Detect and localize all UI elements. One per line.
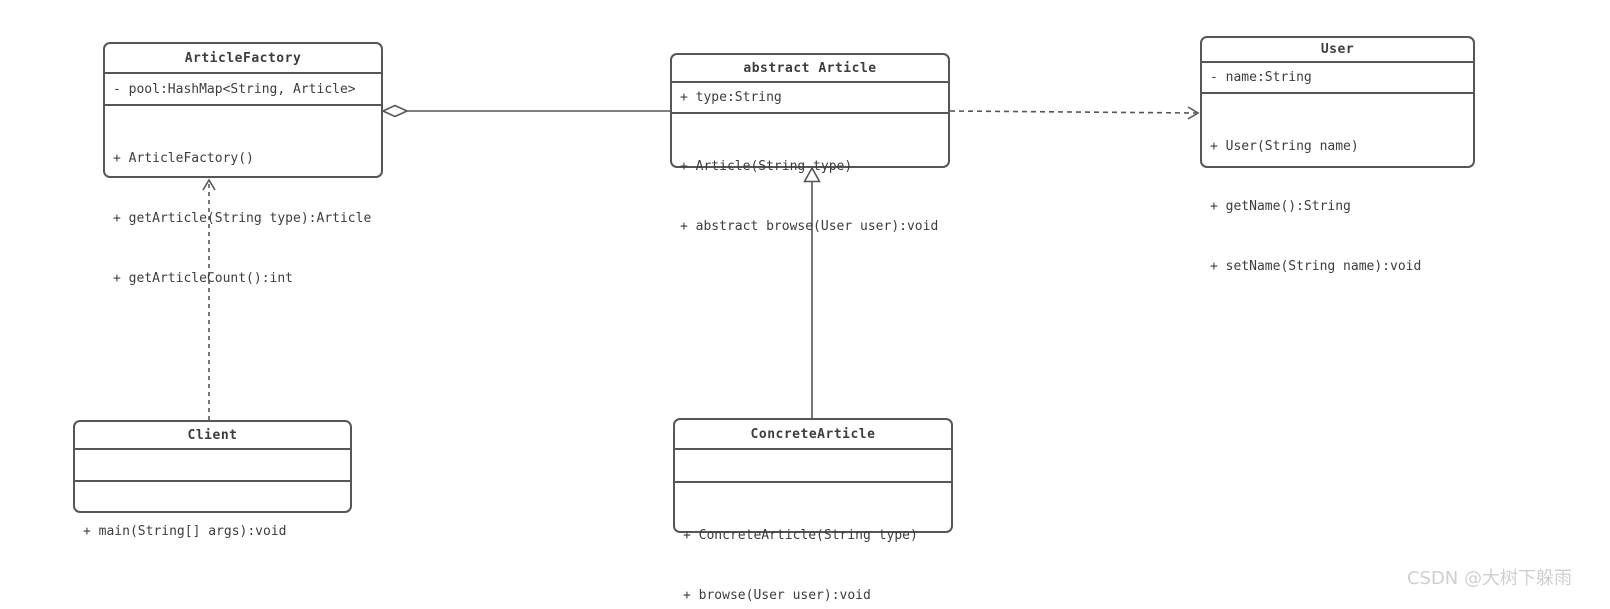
method-line: + User(String name) — [1210, 139, 1359, 154]
class-title-user: User — [1202, 38, 1473, 63]
class-attributes-client — [75, 450, 350, 482]
csdn-watermark: CSDN @大树下躲雨 — [1406, 568, 1572, 589]
aggregation-connector-factory-article — [381, 104, 670, 118]
method-line: + main(String[] args):void — [83, 524, 287, 539]
method-line: + ConcreteArticle(String type) — [683, 528, 918, 543]
dependency-connector-article-user — [949, 106, 1200, 120]
method-line: + getName():String — [1210, 199, 1351, 214]
method-line: + getArticleCount():int — [113, 271, 294, 286]
class-attributes-concretearticle — [675, 450, 951, 483]
attribute-line: - pool:HashMap<String, Article> — [113, 81, 356, 97]
class-methods-user: + User(String name) + getName():String +… — [1202, 94, 1473, 317]
class-box-concretearticle[interactable]: ConcreteArticle + ConcreteArticle(String… — [673, 418, 953, 603]
class-title-articlefactory: ArticleFactory — [105, 44, 381, 74]
class-methods-concretearticle: + ConcreteArticle(String type) + browse(… — [675, 483, 951, 609]
method-line: + Article(String type) — [680, 159, 853, 174]
class-box-articlefactory[interactable]: ArticleFactory - pool:HashMap<String, Ar… — [103, 42, 383, 286]
method-line: + abstract browse(User user):void — [680, 219, 939, 234]
class-methods-articlefactory: + ArticleFactory() + getArticle(String t… — [105, 106, 381, 329]
attribute-line: - name:String — [1210, 70, 1312, 85]
method-line: + browse(User user):void — [683, 588, 871, 603]
class-attributes-articlefactory: - pool:HashMap<String, Article> — [105, 74, 381, 106]
class-box-user[interactable]: User - name:String + User(String name) +… — [1200, 36, 1475, 274]
class-title-article: abstract Article — [672, 55, 948, 83]
class-title-client: Client — [75, 422, 350, 450]
attribute-line: + type:String — [680, 90, 782, 105]
method-line: + getArticle(String type):Article — [113, 211, 372, 226]
method-line: + ArticleFactory() — [113, 151, 254, 166]
class-title-concretearticle: ConcreteArticle — [675, 420, 951, 450]
class-attributes-user: - name:String — [1202, 63, 1473, 94]
class-methods-client: + main(String[] args):void — [75, 482, 350, 579]
generalization-connector-concretearticle-article — [803, 166, 821, 418]
method-line: + setName(String name):void — [1210, 259, 1422, 274]
class-box-client[interactable]: Client + main(String[] args):void — [73, 420, 352, 539]
class-methods-article: + Article(String type) + abstract browse… — [672, 114, 948, 277]
class-box-article[interactable]: abstract Article + type:String + Article… — [670, 53, 950, 234]
dependency-connector-client-factory — [202, 178, 216, 420]
class-attributes-article: + type:String — [672, 83, 948, 114]
